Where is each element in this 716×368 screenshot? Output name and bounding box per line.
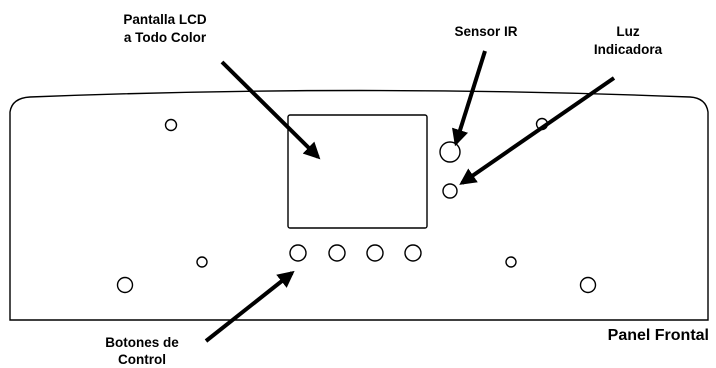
control-button-4: [404, 244, 422, 262]
lcd-label-line2: a Todo Color: [124, 30, 207, 45]
indicator-label-line1: Luz: [616, 24, 639, 39]
lcd-screen: [287, 114, 428, 229]
mounting-hole-mid-right: [505, 256, 517, 268]
buttons-label-line2: Control: [118, 352, 166, 367]
buttons-arrow: [204, 270, 295, 343]
mounting-hole-bottom-right: [579, 276, 597, 294]
mounting-hole-top-left: [164, 118, 178, 132]
control-button-1: [289, 244, 307, 262]
indicator-light: [442, 183, 458, 199]
ir-sensor-arrow: [452, 50, 487, 147]
ir-sensor: [439, 141, 461, 163]
buttons-label-line1: Botones de: [105, 335, 179, 350]
control-button-3: [366, 244, 384, 262]
indicator-label-line2: Indicadora: [594, 42, 663, 57]
ir-sensor-label: Sensor IR: [454, 24, 517, 39]
lcd-arrow: [220, 60, 321, 160]
panel-label: Panel Frontal: [608, 327, 709, 344]
mounting-hole-mid-left: [196, 256, 208, 268]
control-button-2: [328, 244, 346, 262]
lcd-label-line1: Pantalla LCD: [123, 12, 207, 27]
panel-outline: [9, 89, 709, 321]
mounting-hole-bottom-left: [116, 276, 134, 294]
indicator-arrow: [459, 76, 616, 185]
